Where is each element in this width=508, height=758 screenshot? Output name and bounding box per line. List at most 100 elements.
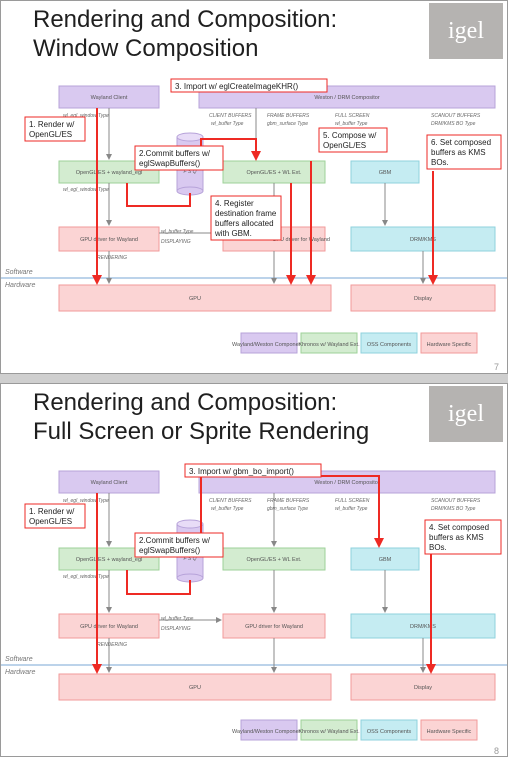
gpu-box (58, 673, 332, 701)
svg-text:4. Set composed: 4. Set composed (429, 523, 489, 532)
frame-buffers-type: gbm_surface Type (267, 506, 308, 512)
callout-1: 1. Render w/ OpenGL/ES (24, 116, 86, 142)
wl-egl-window-label: wl_egl_window Type (63, 113, 109, 119)
drm-label: DRM/KMS (410, 237, 436, 243)
buffer-queue-label: F S Q (184, 169, 197, 175)
svg-text:eglSwapBuffers(): eglSwapBuffers() (139, 546, 201, 555)
gpu-label: GPU (189, 685, 201, 691)
display-box (350, 673, 496, 701)
red-flow-arrows (92, 475, 436, 674)
slide-window-composition: Rendering and Composition: Window Compos… (0, 0, 508, 374)
title-line-2: Full Screen or Sprite Rendering (33, 418, 370, 445)
callout-3: 3. Import w/ gbm_bo_import() (184, 463, 322, 478)
legend-oss-swatch (360, 332, 418, 354)
legend-oss: OSS Components (367, 342, 412, 348)
igel-logo: igel (429, 3, 503, 59)
wl-egl-window-label-2: wl_egl_window Type (63, 187, 109, 193)
svg-text:1. Render w/: 1. Render w/ (29, 120, 75, 129)
full-screen-label: FULL SCREEN (335, 498, 370, 504)
svg-text:OpenGL/ES: OpenGL/ES (29, 517, 72, 526)
gpu-box (58, 284, 332, 312)
legend-wayland-swatch (240, 719, 298, 741)
wl-egl-window-label-2: wl_egl_window Type (63, 574, 109, 580)
svg-text:3. Import w/ eglCreateImageKHR: 3. Import w/ eglCreateImageKHR() (175, 82, 298, 91)
callout-4: 4. Set composed buffers as KMS BOs. (424, 519, 502, 555)
scanout-buffers-label: SCANOUT BUFFERS (431, 498, 481, 504)
scanout-buffers-label: SCANOUT BUFFERS (431, 113, 481, 119)
legend-wayland-swatch (240, 332, 298, 354)
composition-diagram: Wayland Client Weston / DRM Compositor O… (1, 463, 507, 756)
weston-label: Weston / DRM Compositor (314, 480, 379, 486)
legend-oss-swatch (360, 719, 418, 741)
weston-label: Weston / DRM Compositor (314, 95, 379, 101)
displaying-label: DISPLAYING (161, 626, 191, 632)
callout-3: 3. Import w/ eglCreateImageKHR() (170, 78, 328, 93)
gpu-driver-client-box (58, 226, 160, 252)
legend-khronos: Khronos w/ Wayland Ext. (298, 729, 360, 735)
wl-egl-window-label: wl_egl_window Type (63, 498, 109, 504)
composition-diagram: Wayland Client Weston / DRM Compositor O… (1, 78, 507, 372)
legend: Wayland/Weston Components Khronos w/ Way… (232, 719, 478, 741)
wl-buffer-type-label: wl_buffer Type (161, 229, 194, 235)
svg-text:buffers allocated: buffers allocated (215, 219, 274, 228)
frame-buffers-label: FRAME BUFFERS (267, 498, 310, 504)
svg-text:4. Register: 4. Register (215, 199, 254, 208)
drm-box (350, 226, 496, 252)
client-buffers-label: CLIENT BUFFERS (209, 113, 252, 119)
opengl-client-label: OpenGL/ES + wayland_egl (76, 170, 143, 176)
slide-full-screen-rendering: Rendering and Composition: Full Screen o… (0, 383, 508, 757)
svg-text:BOs.: BOs. (431, 158, 449, 167)
legend-khronos-swatch (300, 719, 358, 741)
slide-title: Rendering and Composition: Full Screen o… (33, 388, 369, 446)
svg-text:BOs.: BOs. (429, 543, 447, 552)
svg-text:OpenGL/ES: OpenGL/ES (29, 130, 72, 139)
gpu-driver-comp-label: GPU driver for Wayland (245, 624, 303, 630)
display-label: Display (414, 685, 432, 691)
callout-2: 2.Commit buffers w/ eglSwapBuffers() (134, 532, 224, 558)
legend: Wayland/Weston Components Khronos w/ Way… (232, 332, 478, 354)
drm-box (350, 613, 496, 639)
rendering-label: RENDERING (97, 642, 127, 648)
frame-buffers-type: gbm_surface Type (267, 121, 308, 127)
svg-text:2.Commit buffers w/: 2.Commit buffers w/ (139, 536, 211, 545)
legend-hardware: Hardware Specific (427, 729, 472, 735)
drm-label: DRM/KMS (410, 624, 436, 630)
svg-text:3. Import w/ gbm_bo_import(): 3. Import w/ gbm_bo_import() (189, 467, 294, 476)
svg-text:2.Commit buffers w/: 2.Commit buffers w/ (139, 149, 211, 158)
svg-text:5. Compose w/: 5. Compose w/ (323, 131, 377, 140)
gpu-driver-client-label: GPU driver for Wayland (80, 624, 138, 630)
slide-title: Rendering and Composition: Window Compos… (33, 5, 337, 63)
gpu-driver-client-label: GPU driver for Wayland (80, 237, 138, 243)
page-number: 7 (494, 362, 499, 372)
svg-text:with GBM.: with GBM. (214, 229, 252, 238)
frame-buffers-label: FRAME BUFFERS (267, 113, 310, 119)
display-box (350, 284, 496, 312)
gpu-driver-comp-label: GPU driver for Wayland (272, 237, 330, 243)
gpu-driver-client-box (58, 613, 160, 639)
software-layer-label: Software (5, 656, 33, 663)
gpu-label: GPU (189, 296, 201, 302)
svg-text:6. Set composed: 6. Set composed (431, 138, 491, 147)
gbm-label: GBM (379, 557, 392, 563)
gray-flow-arrows (106, 493, 426, 673)
legend-khronos-swatch (300, 332, 358, 354)
legend-oss: OSS Components (367, 729, 412, 735)
svg-text:buffers as KMS: buffers as KMS (429, 533, 484, 542)
full-screen-type: wl_buffer Type (335, 506, 368, 512)
page-number: 8 (494, 746, 499, 756)
callout-1: 1. Render w/ OpenGL/ES (24, 503, 86, 529)
buffer-queue-label: F S Q (184, 556, 197, 562)
title-line-1: Rendering and Composition: (33, 6, 338, 33)
hardware-layer-label: Hardware (5, 669, 35, 676)
client-buffers-label: CLIENT BUFFERS (209, 498, 252, 504)
svg-text:eglSwapBuffers(): eglSwapBuffers() (139, 159, 201, 168)
legend-hardware: Hardware Specific (427, 342, 472, 348)
wayland-client-label: Wayland Client (91, 480, 128, 486)
callout-6: 6. Set composed buffers as KMS BOs. (426, 134, 502, 170)
svg-text:destination frame: destination frame (215, 209, 277, 218)
callout-2: 2.Commit buffers w/ eglSwapBuffers() (134, 145, 224, 171)
title-line-2: Window Composition (33, 35, 259, 62)
opengl-comp-label: OpenGL/ES + WL Ext. (247, 170, 302, 176)
client-buffers-type: wl_buffer Type (211, 121, 244, 127)
legend-khronos: Khronos w/ Wayland Ext. (298, 342, 360, 348)
